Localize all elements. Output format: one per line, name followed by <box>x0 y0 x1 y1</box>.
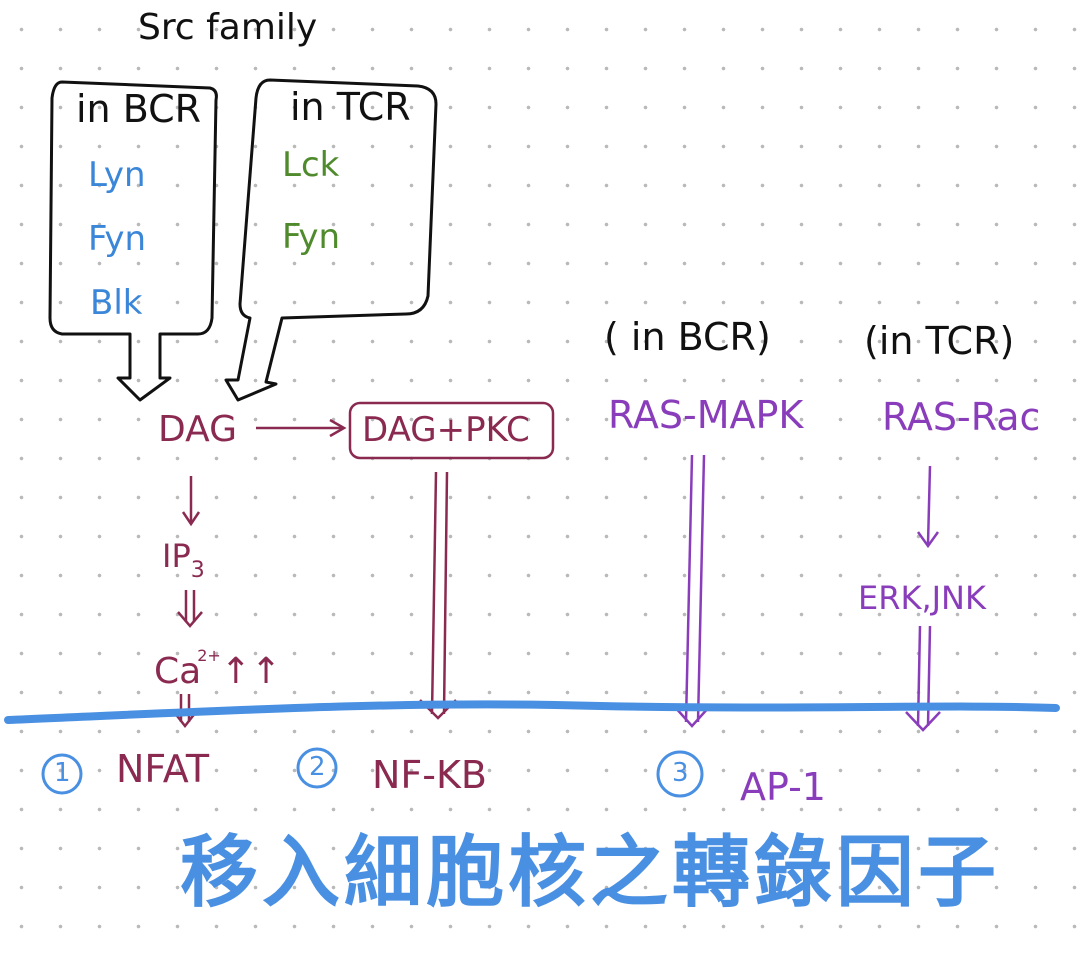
factor-3-label: AP-1 <box>740 765 826 809</box>
calcium-label: Ca2+↑↑ <box>154 648 281 690</box>
rasrac-to-erk-arrow <box>916 465 940 549</box>
tcr-kinase-lck: Lck <box>282 145 340 185</box>
dag-pkc-box <box>348 401 555 460</box>
factor-2-number: 2 <box>309 752 326 782</box>
nucleus-membrane-line <box>4 700 1060 724</box>
rasmapk-to-ap1-arrow <box>673 454 711 728</box>
erk-to-nucleus-arrow <box>905 625 941 732</box>
factor-3-circle <box>656 750 704 798</box>
calcium-increase-arrows: ↑↑ <box>220 651 282 692</box>
bcr-kinase-lyn: Lyn <box>88 155 146 195</box>
ras-rac-tcr-note: (in TCR) <box>864 319 1015 363</box>
factor-2-label: NF-KB <box>372 753 487 797</box>
factor-1-number: 1 <box>54 758 71 788</box>
ip3-to-ca-arrow <box>177 590 203 628</box>
bcr-kinase-fyn: Fyn <box>88 219 147 259</box>
footer-title: 移入細胞核之轉錄因子 <box>180 828 1001 918</box>
factor-1-label: NFAT <box>116 747 210 791</box>
factor-2-circle <box>296 747 338 789</box>
calcium-main: Ca <box>154 651 202 692</box>
bcr-kinase-blk: Blk <box>90 283 143 323</box>
src-family-title: Src family <box>138 7 318 48</box>
ip3-label: IP3 <box>162 540 205 582</box>
ras-mapk-bcr-note: ( in BCR) <box>604 315 771 359</box>
factor-1-circle <box>41 753 83 795</box>
bcr-callout-box <box>48 80 218 402</box>
ras-mapk-label: RAS-MAPK <box>608 393 804 437</box>
ip3-main: IP <box>162 537 191 575</box>
bcr-box-label: in BCR <box>76 87 202 131</box>
pkc-to-nfkb-arrow <box>419 471 457 720</box>
tcr-box-label: in TCR <box>290 85 411 129</box>
calcium-superscript: 2+ <box>197 646 221 665</box>
dag-to-pkc-arrow <box>256 418 347 438</box>
ras-rac-label: RAS-Rac <box>882 395 1041 439</box>
dag-to-ip3-arrow <box>181 476 201 527</box>
erk-jnk-label: ERK,JNK <box>858 579 986 617</box>
factor-3-number: 3 <box>672 758 689 788</box>
ip3-subscript: 3 <box>190 558 205 583</box>
tcr-callout-box <box>224 78 438 402</box>
dag-pkc-label: DAG+PKC <box>362 410 530 450</box>
ca-to-nfat-arrow <box>173 694 197 729</box>
dag-label: DAG <box>158 409 237 450</box>
tcr-kinase-fyn: Fyn <box>282 217 341 257</box>
